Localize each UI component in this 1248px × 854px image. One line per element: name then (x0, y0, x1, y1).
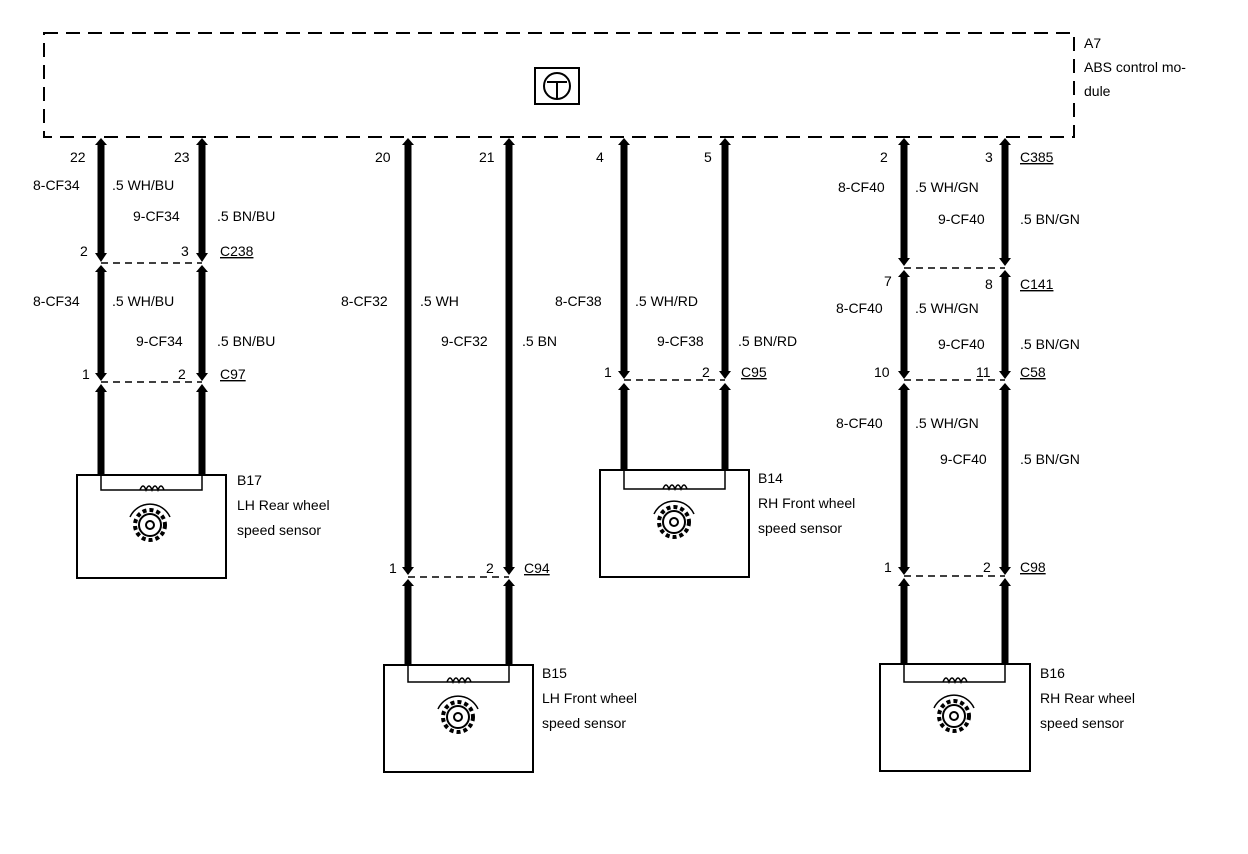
wire-color: .5 WH/GN (915, 300, 979, 316)
sensor-b17-coil (100, 475, 203, 493)
wire-label: 8-CF38 (555, 293, 602, 309)
connector-arrows-g1 (95, 138, 208, 392)
sensor-b15-line1: LH Front wheel (542, 690, 637, 706)
connector-c94: C94 (524, 560, 550, 576)
module-name-line2: dule (1084, 83, 1111, 99)
wire-color: .5 WH/BU (112, 293, 174, 309)
wire-label: 8-CF32 (341, 293, 388, 309)
sensor-b17-line1: LH Rear wheel (237, 497, 330, 513)
wire-label: 8-CF40 (836, 300, 883, 316)
sensor-b14-line2: speed sensor (758, 520, 842, 536)
abs-module-outline (43, 32, 1075, 138)
pin-4: 4 (596, 149, 604, 165)
pin-c58-11: 11 (976, 364, 991, 380)
wire-color: .5 WH/GN (915, 179, 979, 195)
wire-color: .5 WH/BU (112, 177, 174, 193)
pin-5: 5 (704, 149, 712, 165)
connector-c97: C97 (220, 366, 246, 382)
wire-color: .5 BN/GN (1020, 211, 1080, 227)
pin-c58-10: 10 (874, 364, 890, 380)
wire-label: 9-CF38 (657, 333, 704, 349)
sensor-b15-id: B15 (542, 665, 567, 681)
sensor-b14-coil (623, 470, 726, 492)
sensor-b16-id: B16 (1040, 665, 1065, 681)
wire-color: .5 BN/BU (217, 333, 275, 349)
pin-c95-1: 1 (604, 364, 612, 380)
wire-color: .5 WH (420, 293, 459, 309)
pin-21: 21 (479, 149, 495, 165)
connector-arrows-g3 (618, 138, 731, 390)
pin-c97-1: 1 (82, 366, 90, 382)
wire-label: 8-CF34 (33, 293, 80, 309)
wire-label: 8-CF40 (838, 179, 885, 195)
connector-c385: C385 (1020, 149, 1054, 165)
pin-c238-3: 3 (181, 243, 189, 259)
pin-3: 3 (985, 149, 993, 165)
pin-23: 23 (174, 149, 190, 165)
sensor-b17-gear-icon (129, 503, 171, 542)
wire-color: .5 BN/GN (1020, 451, 1080, 467)
sensor-b14-line1: RH Front wheel (758, 495, 855, 511)
connector-arrows-g2 (402, 138, 515, 586)
pin-c94-1: 1 (389, 560, 397, 576)
module-name-line1: ABS control mo- (1084, 59, 1186, 75)
wire-label: 8-CF40 (836, 415, 883, 431)
connector-c95: C95 (741, 364, 767, 380)
sensor-b17-box (76, 474, 227, 579)
pin-c95-2: 2 (702, 364, 710, 380)
pin-c98-2: 2 (983, 559, 991, 575)
wire-color: .5 BN/RD (738, 333, 797, 349)
sensor-b16-gear-icon (933, 694, 975, 733)
sensor-b15-coil (407, 665, 510, 685)
abs-module-icon (534, 67, 580, 105)
sensor-b16-box (879, 663, 1031, 772)
pin-20: 20 (375, 149, 391, 165)
wire-color: .5 BN (522, 333, 557, 349)
wire-color: .5 WH/GN (915, 415, 979, 431)
wire-label: 9-CF40 (938, 336, 985, 352)
sensor-b15-line2: speed sensor (542, 715, 626, 731)
wire-label: 9-CF34 (136, 333, 183, 349)
pin-c238-2: 2 (80, 243, 88, 259)
connector-c58: C58 (1020, 364, 1046, 380)
pin-c97-2: 2 (178, 366, 186, 382)
sensor-b16-line2: speed sensor (1040, 715, 1124, 731)
wire-color: .5 BN/GN (1020, 336, 1080, 352)
connector-c98: C98 (1020, 559, 1046, 575)
pin-c94-2: 2 (486, 560, 494, 576)
wire-label: 9-CF40 (940, 451, 987, 467)
pin-c98-1: 1 (884, 559, 892, 575)
connector-c141: C141 (1020, 276, 1054, 292)
connector-arrows-g4 (898, 138, 1011, 586)
sensor-b16-coil (903, 664, 1006, 685)
sensor-b14-gear-icon (653, 500, 695, 539)
wire-label: 8-CF34 (33, 177, 80, 193)
wire-color: .5 WH/RD (635, 293, 698, 309)
wire-label: 9-CF40 (938, 211, 985, 227)
wire-color: .5 BN/BU (217, 208, 275, 224)
sensor-b17-id: B17 (237, 472, 262, 488)
sensor-b14-box (599, 469, 750, 578)
sensor-b14-id: B14 (758, 470, 783, 486)
sensor-b16-line1: RH Rear wheel (1040, 690, 1135, 706)
module-id: A7 (1084, 35, 1101, 51)
sensor-b17-line2: speed sensor (237, 522, 321, 538)
connector-c238: C238 (220, 243, 254, 259)
wire-label: 9-CF32 (441, 333, 488, 349)
pin-c141-8: 8 (985, 276, 993, 292)
sensor-b15-box (383, 664, 534, 773)
wire-label: 9-CF34 (133, 208, 180, 224)
pin-c141-7: 7 (884, 273, 892, 289)
sensor-b15-gear-icon (437, 695, 479, 734)
pin-2: 2 (880, 149, 888, 165)
pin-22: 22 (70, 149, 86, 165)
